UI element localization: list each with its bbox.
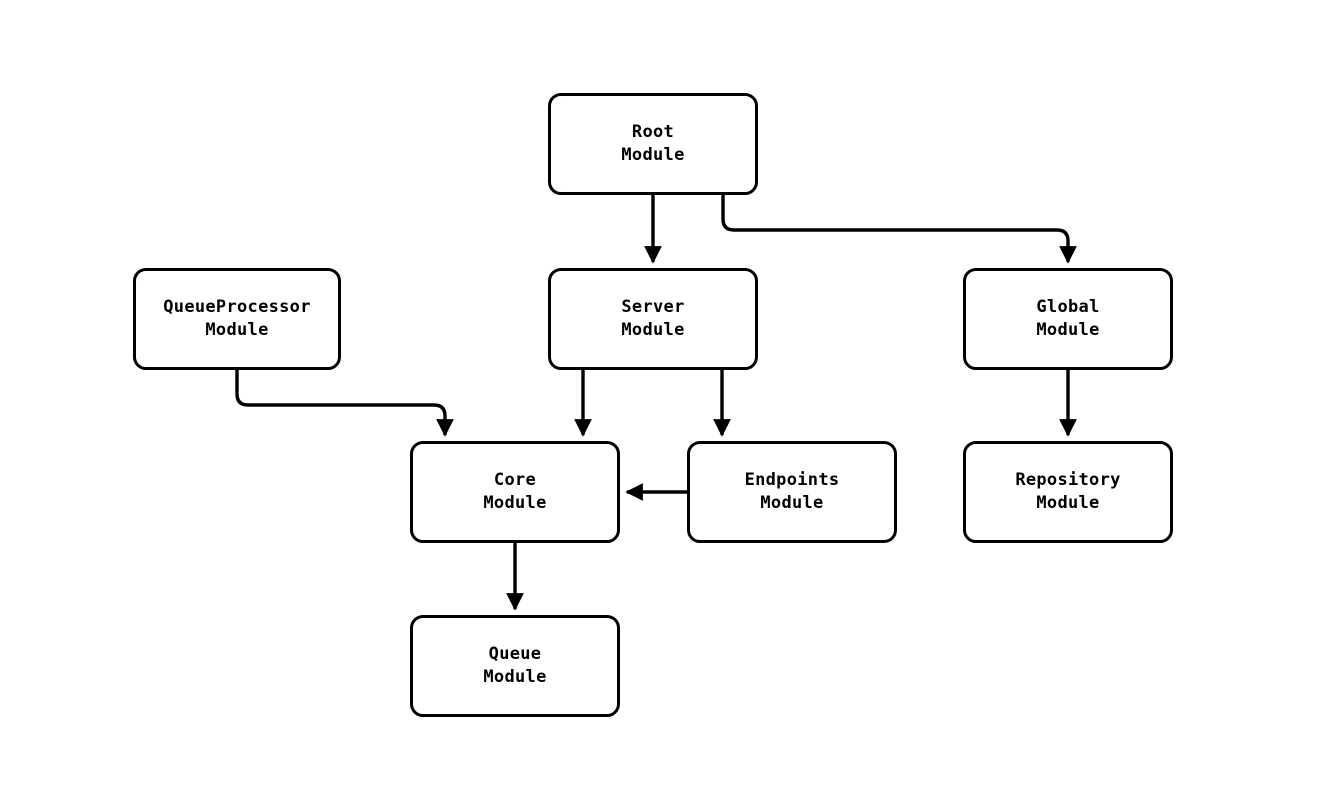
node-server[interactable]: Server Module xyxy=(548,268,758,370)
node-queue[interactable]: Queue Module xyxy=(410,615,620,717)
node-queueprocessor-label: QueueProcessor Module xyxy=(163,297,311,340)
node-endpoints[interactable]: Endpoints Module xyxy=(687,441,897,543)
node-server-label: Server Module xyxy=(621,297,685,340)
node-core-label: Core Module xyxy=(483,470,547,513)
node-global[interactable]: Global Module xyxy=(963,268,1173,370)
edge-queueprocessor-to-core xyxy=(235,370,454,437)
node-queueprocessor[interactable]: QueueProcessor Module xyxy=(133,268,341,370)
node-endpoints-label: Endpoints Module xyxy=(744,470,840,513)
node-global-label: Global Module xyxy=(1036,297,1100,340)
node-root[interactable]: Root Module xyxy=(548,93,758,195)
node-root-label: Root Module xyxy=(621,122,685,165)
node-queue-label: Queue Module xyxy=(483,644,547,687)
node-core[interactable]: Core Module xyxy=(410,441,620,543)
edge-root-to-global xyxy=(721,195,1077,264)
node-repository-label: Repository Module xyxy=(1015,470,1121,513)
node-repository[interactable]: Repository Module xyxy=(963,441,1173,543)
